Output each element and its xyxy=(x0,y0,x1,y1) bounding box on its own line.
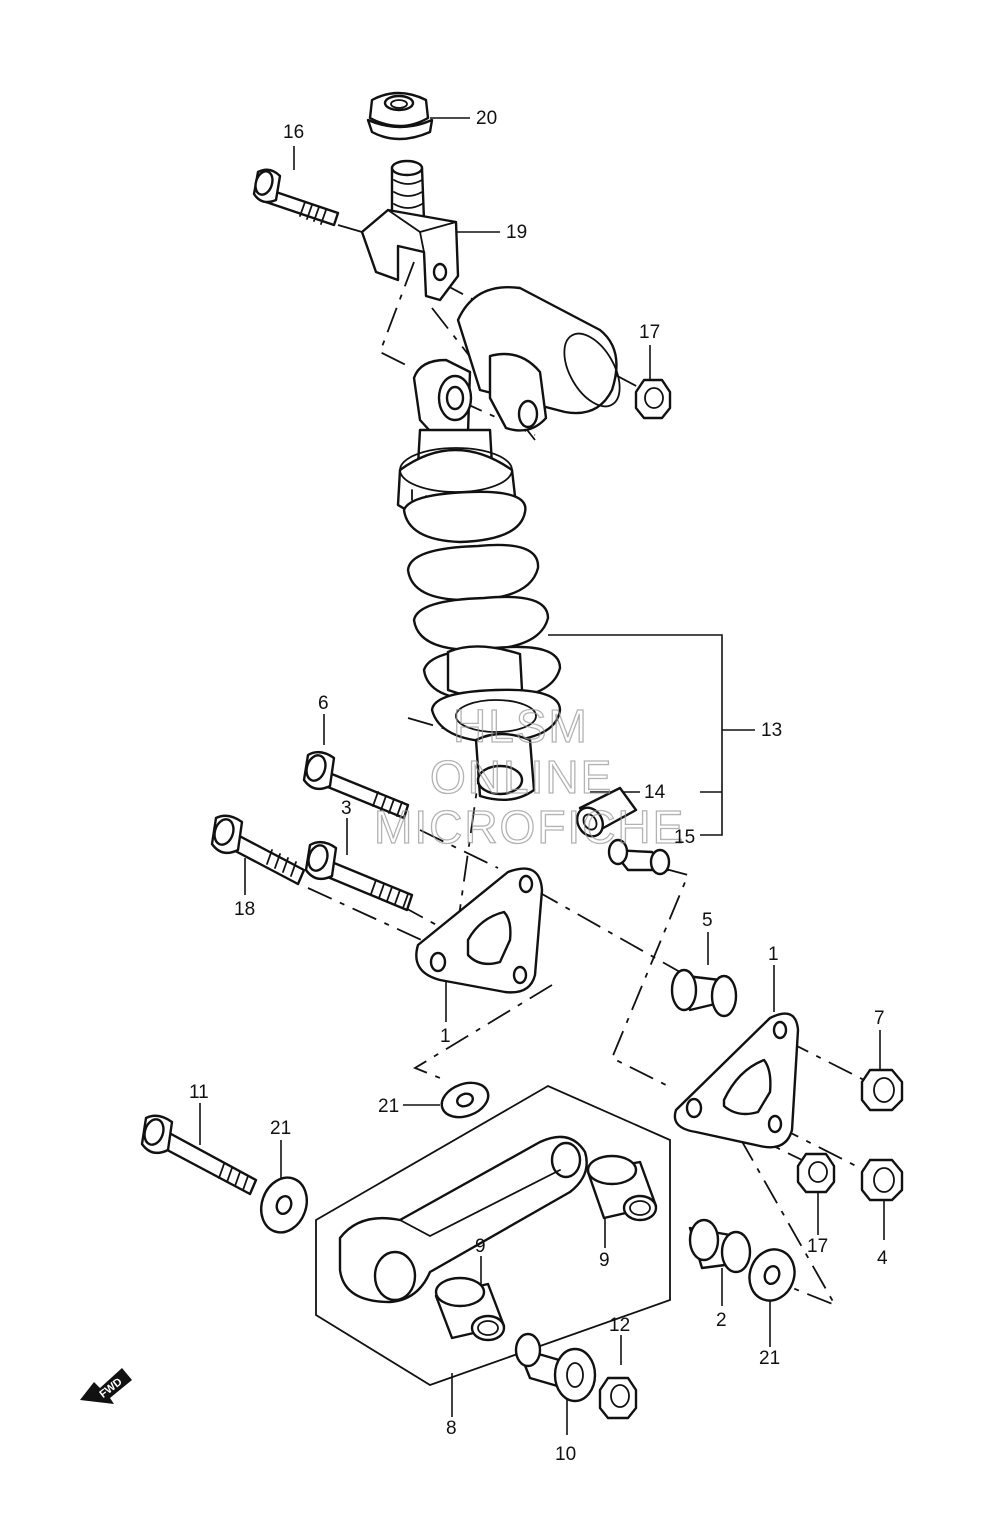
watermark-line-1: HLSM xyxy=(453,700,589,752)
callout-1-right: 1 xyxy=(768,944,779,965)
collar-5[interactable] xyxy=(670,968,738,1018)
bolt-18[interactable] xyxy=(210,814,306,886)
bearing-9-right[interactable] xyxy=(586,1154,658,1222)
callout-3: 3 xyxy=(341,798,352,819)
callout-8: 8 xyxy=(446,1418,457,1439)
bolt-3[interactable] xyxy=(304,840,414,912)
callout-15: 15 xyxy=(674,827,695,848)
callout-16: 16 xyxy=(283,122,304,143)
callout-11: 11 xyxy=(189,1082,209,1103)
washer-21-left[interactable] xyxy=(254,1171,314,1239)
callouts: 20 16 19 17 13 14 15 6 3 18 5 1 1 7 21 1… xyxy=(189,108,888,1465)
nut-12[interactable] xyxy=(598,1376,638,1420)
bearing-9-left[interactable] xyxy=(434,1276,506,1342)
nut-17-lower[interactable] xyxy=(796,1152,836,1194)
callout-20: 20 xyxy=(476,108,497,129)
callout-21-left: 21 xyxy=(270,1118,291,1139)
callout-6: 6 xyxy=(318,693,329,714)
watermark: HLSM ONLINE MICROFICHE xyxy=(373,699,685,853)
callout-9-left: 9 xyxy=(475,1236,486,1257)
callout-21-upper: 21 xyxy=(378,1096,399,1117)
bolt-6[interactable] xyxy=(302,750,410,820)
callout-1-left: 1 xyxy=(440,1026,451,1047)
callout-2: 2 xyxy=(716,1310,727,1331)
bolt-16[interactable] xyxy=(252,168,340,227)
watermark-line-2: ONLINE xyxy=(430,751,613,803)
leader-lines xyxy=(199,117,885,1435)
callout-19: 19 xyxy=(506,222,527,243)
callout-4: 4 xyxy=(877,1248,888,1269)
bracket-plate-1-left[interactable] xyxy=(415,867,544,994)
callout-17-lower: 17 xyxy=(807,1236,828,1257)
bolt-11[interactable] xyxy=(140,1114,258,1196)
washer-21-right[interactable] xyxy=(742,1243,801,1307)
collar-15[interactable] xyxy=(607,838,671,876)
callout-18: 18 xyxy=(234,899,255,920)
collar-2[interactable] xyxy=(688,1218,752,1274)
nut-4[interactable] xyxy=(860,1158,904,1202)
clevis-19[interactable] xyxy=(360,159,460,302)
forward-arrow-icon: FWD xyxy=(80,1368,132,1404)
callout-7: 7 xyxy=(874,1008,885,1029)
callout-21-right: 21 xyxy=(759,1348,780,1369)
bracket-plate-1-right[interactable] xyxy=(673,1012,800,1149)
callout-12: 12 xyxy=(609,1315,630,1336)
callout-5: 5 xyxy=(702,910,713,931)
watermark-line-3: MICROFICHE xyxy=(374,801,685,853)
link-arm-8[interactable] xyxy=(338,1135,588,1304)
washer-21-upper[interactable] xyxy=(437,1077,493,1123)
bushing-14[interactable] xyxy=(572,786,638,841)
nut-17-upper[interactable] xyxy=(634,378,672,420)
link-assembly-outline xyxy=(315,1084,671,1386)
callout-14: 14 xyxy=(644,782,666,803)
nut-20[interactable] xyxy=(366,91,434,141)
callout-10: 10 xyxy=(555,1444,576,1465)
spacer-10[interactable] xyxy=(514,1332,597,1403)
shock-absorber-13[interactable] xyxy=(396,286,631,802)
callout-13: 13 xyxy=(761,720,782,741)
nut-7[interactable] xyxy=(860,1068,904,1112)
callout-17-upper: 17 xyxy=(639,322,660,343)
callout-9-right: 9 xyxy=(599,1250,610,1271)
